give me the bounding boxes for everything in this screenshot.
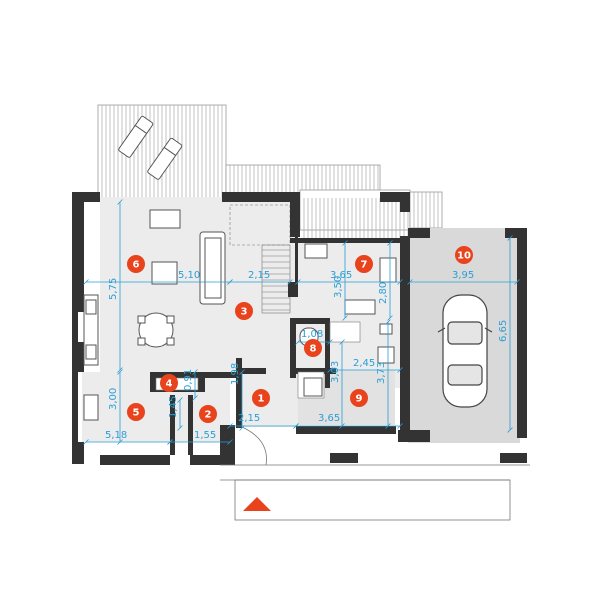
dimension-label: 6,65 [498,320,509,342]
dimension-d-665: 6,65 [498,235,513,433]
dimension-d-365-top: 3,65 [295,270,403,285]
room-badge-4: 4 [160,374,178,392]
room-badge-7: 7 [355,255,373,273]
dimension-label: 1,45 [168,396,179,418]
room-number: 8 [310,344,317,355]
dimension-label: 3,03 [330,361,341,383]
dimension-label: 3,00 [108,388,119,410]
room-number: 6 [133,260,140,271]
room-number: 7 [361,260,368,271]
dimension-label: 1,55 [194,430,216,441]
dimension-d-215-top: 2,15 [227,270,293,285]
room-badge-3: 3 [235,302,253,320]
dimension-d-395: 3,95 [407,270,520,285]
room-number: 5 [133,408,140,419]
dimension-label: 3,65 [330,270,352,281]
dimension-label: 2,15 [248,270,270,281]
dimension-label: 2,45 [353,358,375,369]
sofa-icon [199,231,226,305]
dimension-label: 1,98 [230,363,241,385]
dimension-d-365-bot: 3,65 [293,413,403,429]
dimension-label: 3,50 [333,276,344,298]
dimension-label: 3,65 [318,413,340,424]
dimension-label: 3,73 [376,362,387,384]
furniture [83,209,397,421]
table-icon [149,209,181,229]
dimension-label: 5,75 [108,278,119,300]
room-badges: 1 2 3 4 5 6 7 8 9 10 [127,246,473,423]
entrance-arrow-icon [243,497,271,511]
sun-lounger-icon [118,115,183,180]
room-number: 9 [356,394,363,405]
car-icon [437,294,493,408]
dimension-d-350: 3,50 [333,240,348,321]
staircase [229,204,291,314]
dimension-d-280: 2,80 [378,240,393,321]
dimension-d-145: 1,45 [168,396,183,431]
dimension-d-091: 0,91 [183,369,198,401]
room-number: 3 [241,307,248,318]
dimension-d-575: 5,75 [108,199,123,373]
dimension-d-155: 1,55 [167,430,233,445]
dimension-label: 5,18 [105,430,127,441]
room-badge-8: 8 [304,339,322,357]
dimension-label: 2,15 [238,413,260,424]
round-table-icon [138,312,174,348]
dimension-label: 3,95 [452,270,474,281]
dimension-label: 0,91 [183,369,194,391]
room-number: 10 [457,251,471,262]
dimension-label: 2,80 [378,282,389,304]
entrance-path [220,426,530,521]
room-badge-10: 10 [455,246,473,264]
room-number: 4 [166,379,173,390]
room-number: 2 [205,410,212,421]
room-badge-5: 5 [127,403,145,421]
room-badge-1: 1 [252,389,270,407]
dimension-label: 5,10 [178,270,200,281]
room-badge-9: 9 [350,389,368,407]
dimension-lines: 5,10 2,15 3,65 3,95 5,75 3,50 2,80 6,65 1,08 2,45… [83,199,520,445]
room-badge-6: 6 [127,255,145,273]
room-number: 1 [258,394,265,405]
room-badge-2: 2 [199,405,217,423]
dimension-label: 1,08 [301,329,323,340]
